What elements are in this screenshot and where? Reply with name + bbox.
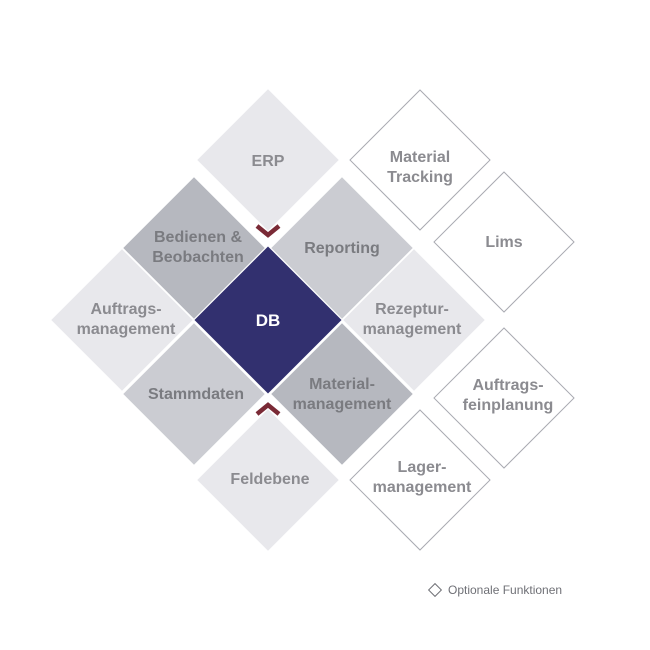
chevron-up-icon (255, 402, 281, 416)
diamond-outline-icon (427, 582, 443, 598)
label-auftragsfeinplanung: Auftrags-feinplanung (462, 377, 554, 414)
label-stammdaten: Stammdaten (147, 386, 245, 403)
label-feldebene: Feldebene (230, 471, 310, 488)
label-reporting: Reporting (304, 240, 380, 257)
label-rezepturmanagement: Rezeptur-management (362, 301, 462, 338)
label-materialmanagement: Material-management (292, 376, 392, 413)
label-auftragsmanagement: Auftrags-management (76, 301, 176, 338)
label-bedienen: Bedienen &Beobachten (152, 229, 244, 266)
label-db: DB (255, 311, 281, 330)
chevron-down-icon (255, 224, 281, 238)
legend: Optionale Funktionen (427, 582, 563, 598)
label-erp: ERP (251, 153, 285, 170)
label-lims: Lims (485, 234, 523, 251)
legend-label: Optionale Funktionen (448, 583, 563, 597)
label-lagermanagement: Lager-management (372, 459, 472, 496)
